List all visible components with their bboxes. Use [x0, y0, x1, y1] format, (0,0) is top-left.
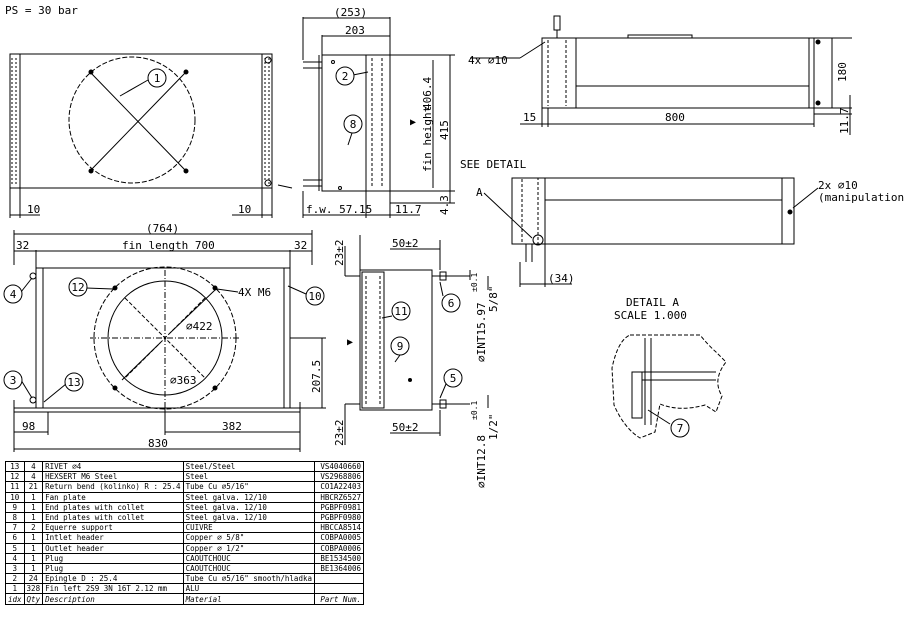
balloon-9: 9: [397, 340, 404, 353]
dim-50-bot: 50±2: [392, 421, 419, 434]
detail-scale: SCALE 1.000: [614, 309, 687, 322]
balloon-6: 6: [448, 297, 455, 310]
dim-4-3: 4.3: [438, 195, 451, 215]
dim-180: 180: [836, 62, 849, 82]
dim-830: 830: [148, 437, 168, 450]
dim-50-top: 50±2: [392, 237, 419, 250]
dim-98: 98: [22, 420, 35, 433]
balloon-10: 10: [308, 290, 321, 303]
detail-a-view: DETAIL A SCALE 1.000 7: [611, 296, 727, 439]
label-detail-a: A: [476, 186, 483, 199]
dim-fw: f.w. 57.15: [306, 203, 372, 216]
balloon-8: 8: [350, 118, 357, 131]
dim-tol15: ±0.1: [470, 273, 479, 292]
dim-207: 207.5: [310, 360, 323, 393]
dim-23-top: 23±2: [333, 240, 346, 267]
balloon-11: 11: [394, 305, 407, 318]
flow-mark-2: ▶: [347, 337, 353, 348]
dim-23-bot: 23±2: [333, 420, 346, 447]
dim-11-7: 11.7: [395, 203, 422, 216]
dim-10-right: 10: [238, 203, 251, 216]
fan-plate-view: 4 10 3 13 12 4X M6 ⌀422 ⌀363 207.5 (764)…: [3, 222, 326, 452]
balloon-2: 2: [342, 70, 349, 83]
detail-title: DETAIL A: [626, 296, 679, 309]
dim-12: 1/2": [487, 414, 500, 441]
label-4x-holes: 4x ⌀10: [468, 54, 508, 67]
dim-int12: ⌀INT12.8: [475, 435, 488, 488]
label-see-detail: SEE DETAIL: [460, 158, 527, 171]
dim-34: (34): [548, 272, 575, 285]
label-m6: 4X M6: [238, 286, 271, 299]
dim-fin-length: fin length 700: [122, 239, 215, 252]
dim-363: ⌀363: [170, 374, 197, 387]
dim-32-right: 32: [294, 239, 307, 252]
balloon-3: 3: [10, 374, 17, 387]
label-manipulation: (manipulation): [818, 191, 904, 204]
top-view: 4x ⌀10 180 11.7 15 800: [468, 15, 852, 135]
dim-15: 15: [523, 111, 536, 124]
dim-fin-height: fin height: [421, 106, 434, 172]
dim-11-7-top: 11.7: [838, 108, 851, 135]
balloon-4: 4: [10, 288, 17, 301]
dim-10-left: 10: [27, 203, 40, 216]
flow-mark: ▶: [410, 117, 416, 128]
balloon-13: 13: [67, 376, 80, 389]
dim-32-left: 32: [16, 239, 29, 252]
dim-764: (764): [146, 222, 179, 235]
pressure-note: PS = 30 bar: [5, 4, 78, 17]
dim-58: 5/8": [487, 286, 500, 313]
balloon-12: 12: [71, 281, 84, 294]
header-view: ▶ 11 9 6 5 50±2 23±2 23±2 50±2 ⌀INT15.97…: [333, 235, 500, 488]
balloon-5: 5: [450, 372, 457, 385]
dim-382: 382: [222, 420, 242, 433]
dim-203: 203: [345, 24, 365, 37]
balloon-1: 1: [154, 72, 161, 85]
front-view: 1 10 10: [9, 53, 293, 218]
dim-415: 415: [438, 120, 451, 140]
dim-406: 406.4: [421, 77, 434, 110]
underside-view: SEE DETAIL A 2x ⌀10 (manipulation) (34): [460, 158, 904, 287]
dim-tol12: ±0.1: [470, 401, 479, 420]
dim-int15: ⌀INT15.97: [475, 302, 488, 362]
side-view: 2 8 ▶ (253) 203 fin height 406.4 415 4.3…: [302, 6, 455, 218]
label-2x-holes: 2x ⌀10: [818, 179, 858, 192]
dim-253: (253): [334, 6, 367, 19]
dim-422: ⌀422: [186, 320, 213, 333]
balloon-7: 7: [677, 422, 684, 435]
dim-800: 800: [665, 111, 685, 124]
